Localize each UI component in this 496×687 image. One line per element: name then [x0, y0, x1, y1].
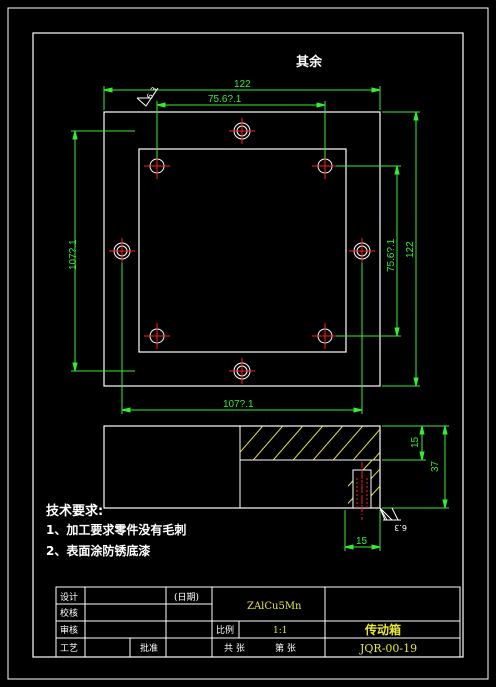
outer-plate — [103, 111, 381, 387]
hole-inner-bottom-left — [144, 323, 170, 349]
title-block — [55, 586, 461, 658]
tb-part-name: 传动箱 — [364, 622, 401, 637]
tb-scale-label: 比例 — [216, 624, 234, 636]
dim-bottom-width-label: 107?.1 — [223, 399, 254, 410]
top-view: 122 75.6?.1 6.3 107?.1 75.6?.1 — [68, 79, 420, 414]
dim-right-height — [382, 111, 420, 387]
tech-req-item-1: 1、加工要求零件没有毛刺 — [46, 523, 187, 537]
dim-bottom-width — [121, 263, 363, 414]
tb-date: (日期) — [174, 592, 199, 603]
dim-right-height-label: 122 — [405, 241, 416, 258]
tb-material: ZAlCu5Mn — [247, 601, 302, 612]
tb-scale-value: 1:1 — [273, 626, 287, 636]
inner-pocket — [138, 148, 347, 353]
sheet-border — [7, 7, 489, 680]
tb-sheet-no: 第 张 — [275, 642, 296, 654]
dim-right-hole-spacing-label: 75.6?.1 — [386, 238, 397, 272]
hole-bottom-center — [229, 358, 255, 384]
tb-sheets-total: 共 张 — [224, 643, 245, 654]
tech-req-heading: 技术要求: — [46, 504, 104, 519]
hole-inner-bottom-right — [312, 323, 338, 349]
tb-craft: 工艺 — [60, 643, 78, 654]
tb-check: 校核 — [60, 607, 78, 619]
dim-top-width-label: 122 — [234, 79, 251, 90]
section-view: 15 37 15 6.3 — [103, 425, 449, 551]
tech-req-item-2: 2、表面涂防锈底漆 — [46, 544, 151, 558]
tb-drawing-no: JQR-00-19 — [359, 642, 417, 655]
roughness-section-label: 6.3 — [394, 523, 407, 532]
dim-section-height — [382, 425, 449, 509]
dim-left-height-label: 107?.1 — [68, 239, 79, 270]
dim-left-height — [71, 130, 135, 372]
hole-top-center — [229, 118, 255, 144]
dim-section-thickness-label: 15 — [410, 436, 421, 448]
dim-top-hole-spacing — [156, 101, 326, 158]
dim-top-width — [103, 86, 381, 110]
roughness-note: 其余 — [296, 54, 323, 70]
hole-left-center — [109, 238, 135, 264]
dim-top-hole-spacing-label: 75.6?.1 — [208, 94, 242, 105]
dim-section-width — [344, 510, 381, 551]
dim-right-hole-spacing — [336, 165, 401, 337]
roughness-symbol-section — [379, 507, 401, 521]
tb-review: 审核 — [60, 624, 78, 636]
dim-section-width-label: 15 — [356, 536, 368, 547]
hole-right-center — [349, 238, 375, 264]
tb-approve: 批准 — [140, 642, 158, 654]
tb-design: 设计 — [60, 591, 78, 603]
dim-section-height-label: 37 — [430, 460, 441, 472]
roughness-symbol-top — [136, 87, 159, 107]
